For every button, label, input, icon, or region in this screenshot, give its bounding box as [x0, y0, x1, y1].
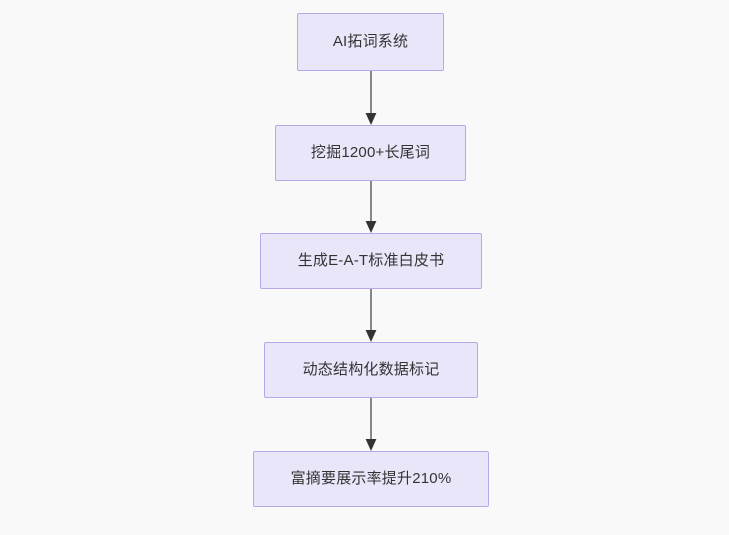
flowchart-node-rich-snippet-result[interactable]: 富摘要展示率提升210% — [253, 451, 489, 507]
flowchart-node-eat-whitepaper[interactable]: 生成E-A-T标准白皮书 — [260, 233, 482, 289]
edge-n4-n5 — [363, 398, 379, 451]
edge-n1-n2 — [363, 71, 379, 125]
edge-n2-n3 — [363, 181, 379, 233]
flowchart-node-longtail-keywords[interactable]: 挖掘1200+长尾词 — [275, 125, 466, 181]
flowchart-node-label: 动态结构化数据标记 — [302, 361, 440, 378]
flowchart-node-label: 生成E-A-T标准白皮书 — [297, 252, 445, 269]
flowchart-node-label: AI拓词系统 — [332, 33, 409, 50]
flowchart-node-ai-keyword-system[interactable]: AI拓词系统 — [297, 13, 444, 71]
flowchart-node-structured-data-markup[interactable]: 动态结构化数据标记 — [264, 342, 478, 398]
flowchart-node-label: 挖掘1200+长尾词 — [310, 144, 431, 161]
edge-n3-n4 — [363, 289, 379, 342]
flowchart-node-label: 富摘要展示率提升210% — [290, 470, 452, 487]
